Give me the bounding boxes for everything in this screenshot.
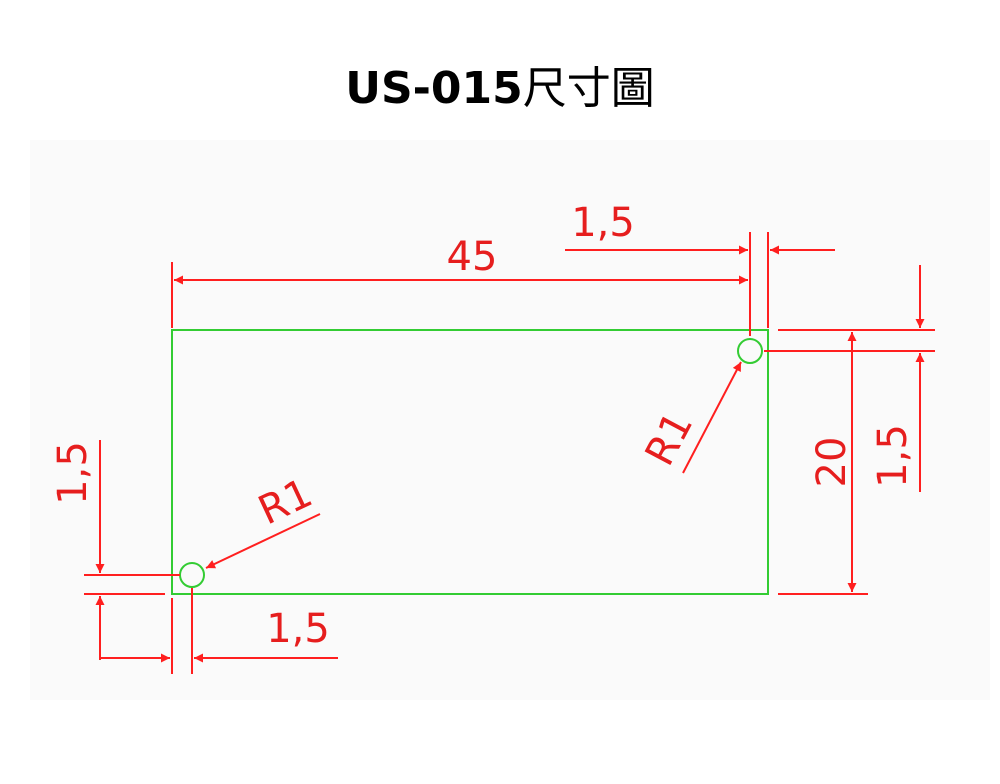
title-code: US-015 [345,63,523,114]
label-bottom-offset-y: 1,5 [50,441,96,505]
label-height: 20 [809,437,855,488]
part-outline [171,329,769,595]
leader-radius-top [682,361,742,474]
drawing-background [30,140,990,700]
dimension-bottom-offset-x: 1,5 [100,588,338,674]
label-top-offset-y: 1,5 [870,424,916,488]
dimension-width: 45 [171,232,751,336]
label-width: 45 [447,234,498,280]
hole-top-right [737,338,763,364]
dimension-top-offset-x: 1,5 [565,200,835,328]
label-bottom-offset-x: 1,5 [266,606,330,652]
dimension-bottom-offset-y: 1,5 [50,440,180,660]
title-text: 尺寸圖 [522,63,655,114]
dimension-height: 20 [778,329,935,595]
leader-radius-bottom [205,513,321,569]
dimension-top-offset-y: 1,5 [764,265,935,492]
page-title: US-015尺寸圖 [0,52,1000,116]
label-top-offset-x: 1,5 [571,200,635,246]
